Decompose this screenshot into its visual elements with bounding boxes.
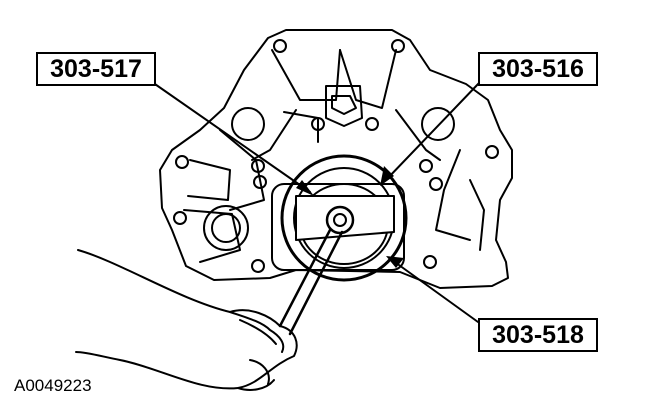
leader-516 xyxy=(385,81,481,181)
bolt-hole xyxy=(251,259,265,273)
seal-ring-outer xyxy=(280,154,408,282)
callout-303-517: 303-517 xyxy=(36,52,156,86)
bolt-hole xyxy=(419,159,433,173)
arrowhead-517 xyxy=(296,180,314,196)
arrowhead-516 xyxy=(380,166,394,186)
bore-opening xyxy=(211,213,241,243)
bore-opening xyxy=(231,107,265,141)
bore-opening xyxy=(203,205,249,251)
bolt-hole xyxy=(273,39,287,53)
engine-block-outline xyxy=(159,29,513,289)
bolt-hole xyxy=(251,159,265,173)
leader-518 xyxy=(391,259,479,323)
bolt-hole xyxy=(485,145,499,159)
bolt-hole xyxy=(175,155,189,169)
bolt-hole xyxy=(311,117,325,131)
bolt-hole xyxy=(173,211,187,225)
hand-outline xyxy=(75,249,298,390)
bore-opening xyxy=(421,107,455,141)
arrowhead-518 xyxy=(386,256,404,268)
tool-handle xyxy=(278,228,344,336)
figure-id-label: A0049223 xyxy=(14,376,92,395)
leader-517 xyxy=(151,81,311,193)
callout-303-518: 303-518 xyxy=(478,318,598,352)
bolt-hole xyxy=(423,255,437,269)
callout-303-516: 303-516 xyxy=(478,52,598,86)
bolt-hole xyxy=(429,177,443,191)
bolt-hole xyxy=(253,175,267,189)
bolt-hole xyxy=(391,39,405,53)
bolt-hole xyxy=(365,117,379,131)
